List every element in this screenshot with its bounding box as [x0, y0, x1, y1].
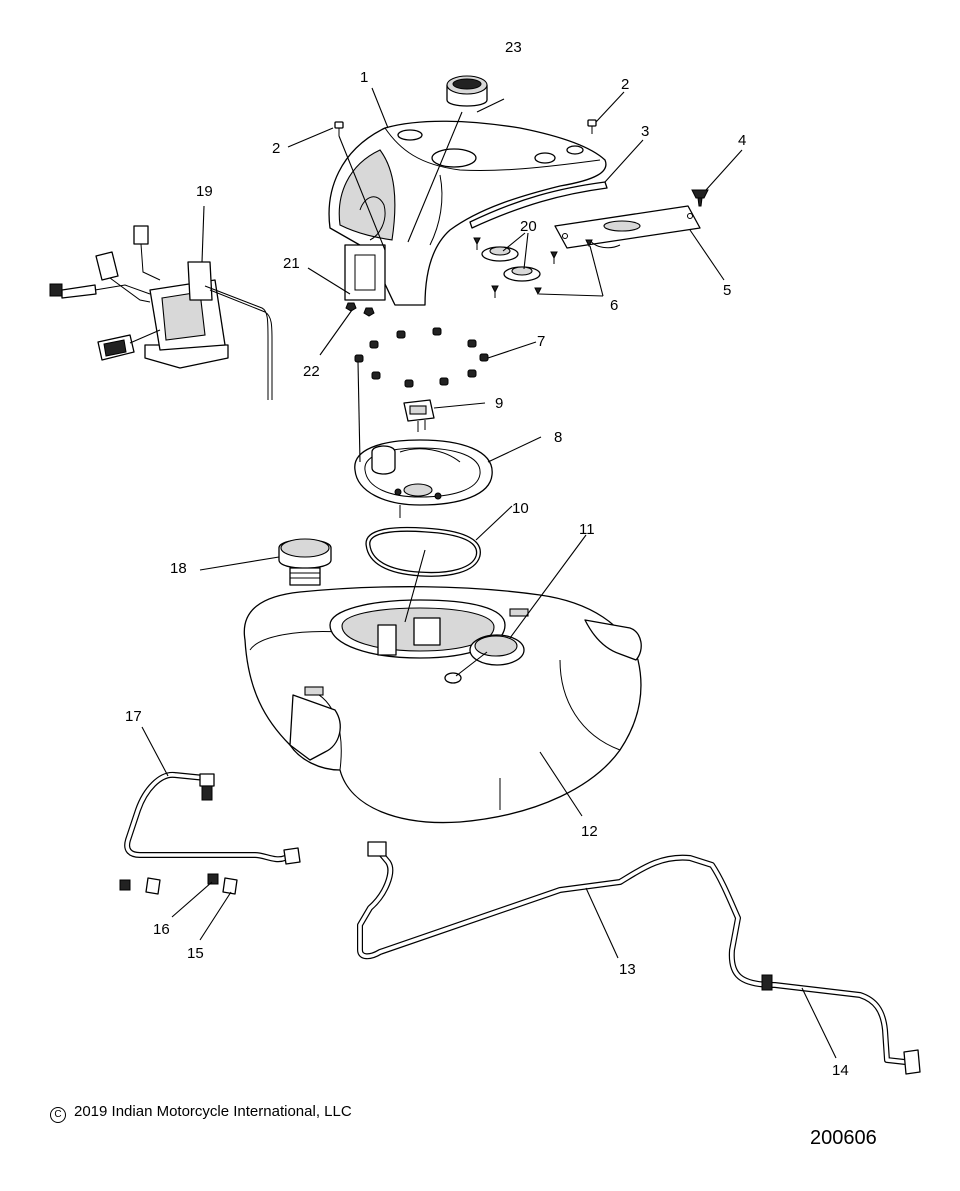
fitting-set-part[interactable] [119, 873, 238, 895]
grommet-upper-part[interactable] [481, 246, 519, 262]
push-clip-part[interactable] [691, 189, 709, 207]
screw-left-part[interactable] [334, 121, 344, 136]
callout-18: 18 [170, 560, 187, 577]
screw-set-part[interactable] [473, 237, 593, 298]
callout-15: 15 [187, 945, 204, 962]
callout-4: 4 [738, 132, 746, 149]
callout-6: 6 [610, 297, 618, 314]
callout-21: 21 [283, 255, 300, 272]
fuel-cap-part[interactable] [446, 75, 488, 107]
callout-20: 20 [520, 218, 537, 235]
callout-8: 8 [554, 429, 562, 446]
seal-plug-part[interactable] [469, 634, 525, 666]
callout-14: 14 [832, 1062, 849, 1079]
callout-19: 19 [196, 183, 213, 200]
callout-2-right: 2 [621, 76, 629, 93]
fuel-pump-assembly-part[interactable] [49, 225, 273, 400]
callout-23: 23 [505, 39, 522, 56]
callout-7: 7 [537, 333, 545, 350]
copyright-notice: C 2019 Indian Motorcycle International, L… [50, 1103, 352, 1123]
callout-16: 16 [153, 921, 170, 938]
callout-11: 11 [579, 521, 595, 538]
electrical-connector-part[interactable] [403, 399, 435, 432]
trim-strip-part[interactable] [469, 181, 608, 229]
leader-lines [141, 87, 837, 1059]
callout-12: 12 [581, 823, 598, 840]
callout-5: 5 [723, 282, 731, 299]
callout-22: 22 [303, 363, 320, 380]
callout-10: 10 [512, 500, 529, 517]
callout-13: 13 [619, 961, 636, 978]
screw-right-part[interactable] [587, 119, 597, 134]
figure-number: 200606 [810, 1127, 877, 1149]
callout-1: 1 [360, 69, 368, 86]
bracket-plate-part[interactable] [554, 205, 701, 249]
nut-ring-part[interactable] [354, 327, 489, 388]
callout-17: 17 [125, 708, 142, 725]
nut-pair-part[interactable] [345, 302, 375, 317]
fuel-line-left-part[interactable] [124, 771, 301, 865]
copyright-text: 2019 Indian Motorcycle International, LL… [74, 1103, 352, 1120]
callout-labels: 1 2 2 3 4 5 6 7 8 9 10 11 12 13 14 15 16… [125, 39, 849, 1079]
pump-mounting-plate-part[interactable] [354, 439, 493, 518]
grommet-lower-part[interactable] [503, 266, 541, 282]
callout-3: 3 [641, 123, 649, 140]
filler-cap-part[interactable] [278, 538, 332, 586]
copyright-icon: C [50, 1107, 66, 1123]
fuel-tank-part[interactable] [243, 586, 642, 824]
o-ring-part[interactable] [365, 526, 481, 577]
tank-console-part[interactable] [328, 120, 607, 306]
callout-9: 9 [495, 395, 503, 412]
fuel-line-long-part[interactable] [357, 841, 921, 1075]
callout-2-left: 2 [272, 140, 280, 157]
